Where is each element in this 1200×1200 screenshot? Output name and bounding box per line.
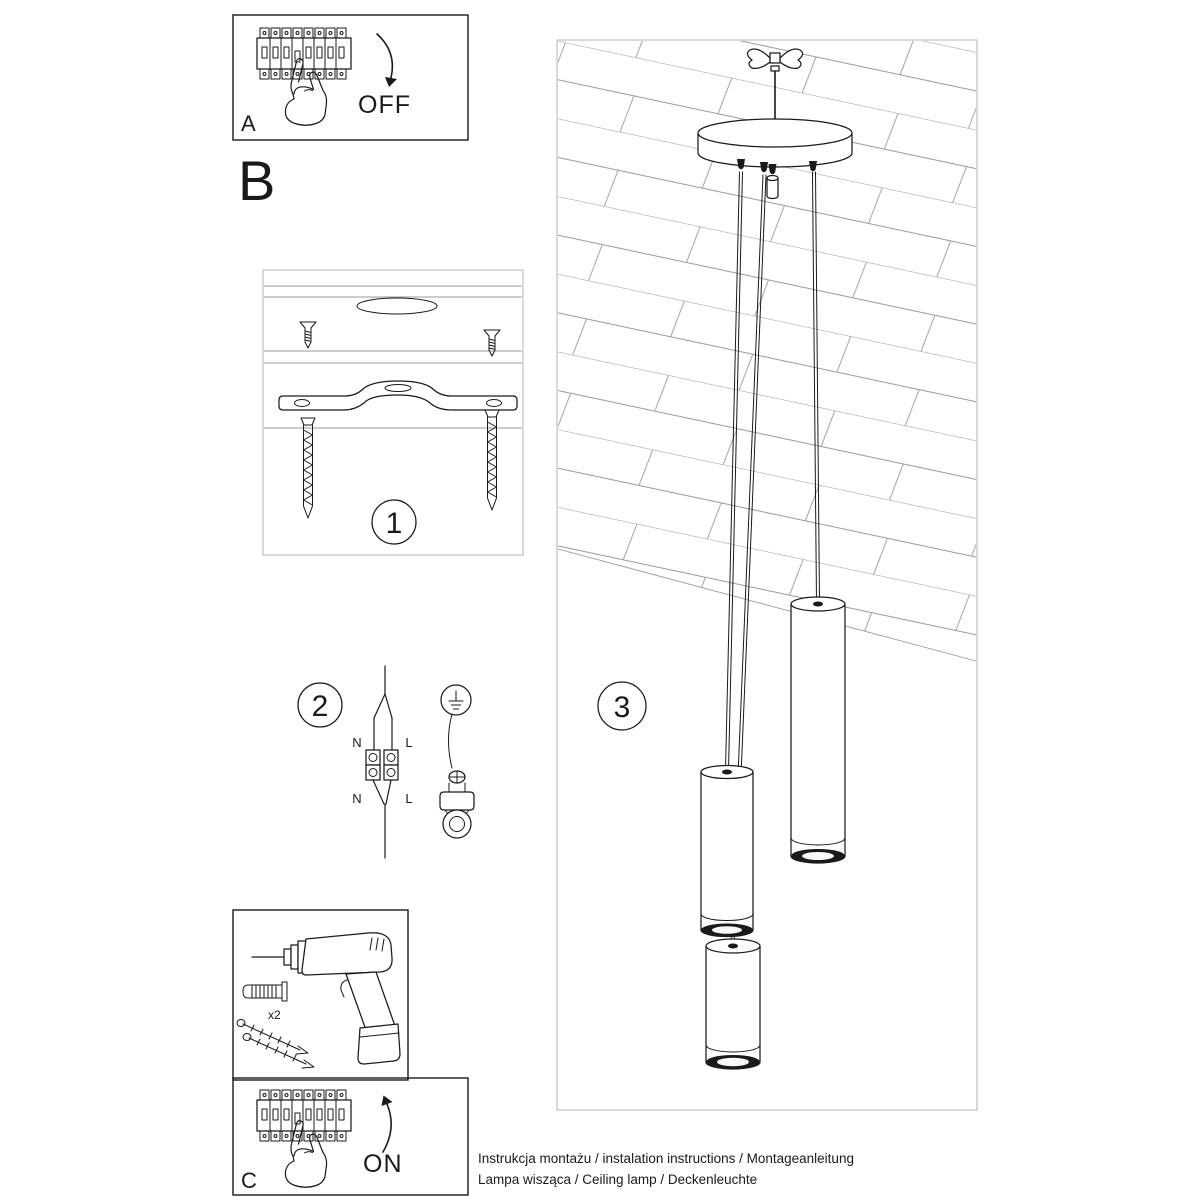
canopy [697,118,853,168]
long-screw-icon [484,409,500,511]
ceiling-hatch [558,41,976,661]
footer-line-2: Lampa wisząca / Ceiling lamp / Deckenleu… [478,1172,757,1187]
step-2-wiring: 2 N L N L [297,665,475,859]
terminal-label-n-bottom: N [352,791,361,806]
step-3-assembled-lamp: 3 [556,39,978,1111]
step-1-border [262,269,524,556]
step-3-number: 3 [614,691,631,724]
ceiling-hole [356,297,438,315]
earth-clamp-icon [439,770,475,839]
screw-icon [242,1033,315,1069]
bracket-hole [294,399,310,407]
ceiling-planks [264,285,522,429]
panel-c-power-on: ON C [232,1077,469,1196]
bracket-hole [486,399,502,407]
step-1-number: 1 [386,507,403,540]
breaker-panel-icon [256,27,352,126]
pendant-tube-right [790,596,846,864]
panel-a-border [232,14,469,141]
step-3-border [556,39,978,1111]
butterfly-nut-icon [746,48,804,72]
mounting-bracket-icon [278,380,518,411]
terminal-label-l-bottom: L [405,791,412,806]
earth-symbol-icon [440,684,472,716]
step-3-badge [597,681,647,731]
breaker-panel-icon [256,1089,352,1188]
terminal-label-n-top: N [352,735,361,750]
hardware-panel: x2 [232,909,409,1081]
center-hub [766,174,779,200]
terminal-block-icon [365,665,399,859]
step-1-badge [371,499,417,545]
footer-line-1: Instrukcja montażu / instalation instruc… [478,1151,854,1166]
quantity-label: x2 [268,1008,281,1022]
long-screw-icon [300,417,316,519]
panel-a-power-off: OFF A [232,14,469,141]
panel-c-border [232,1077,469,1196]
power-on-label: ON [363,1150,403,1178]
terminal-label-l-top: L [405,735,412,750]
step-2-badge [297,682,343,728]
panel-c-label: C [241,1168,257,1193]
ceiling-screw-icon [483,329,501,357]
step-2-number: 2 [312,690,329,723]
pendant-tube-bottom [705,938,761,1070]
section-b-label: B [238,149,275,212]
pendant-tube-middle [700,764,754,938]
panel-a-label: A [241,111,256,136]
switch-down-arrow-icon [376,33,394,79]
ceiling-screw-icon [299,321,317,349]
hardware-border [232,909,409,1081]
drill-icon [251,932,401,1065]
power-off-label: OFF [358,91,411,119]
switch-up-arrow-icon [382,1103,392,1153]
bracket-slot [384,384,412,392]
step-1-mounting: 1 [262,269,524,556]
ceiling-edge [557,548,977,662]
earth-wire [448,713,453,769]
wall-plug-icon [242,981,288,1002]
